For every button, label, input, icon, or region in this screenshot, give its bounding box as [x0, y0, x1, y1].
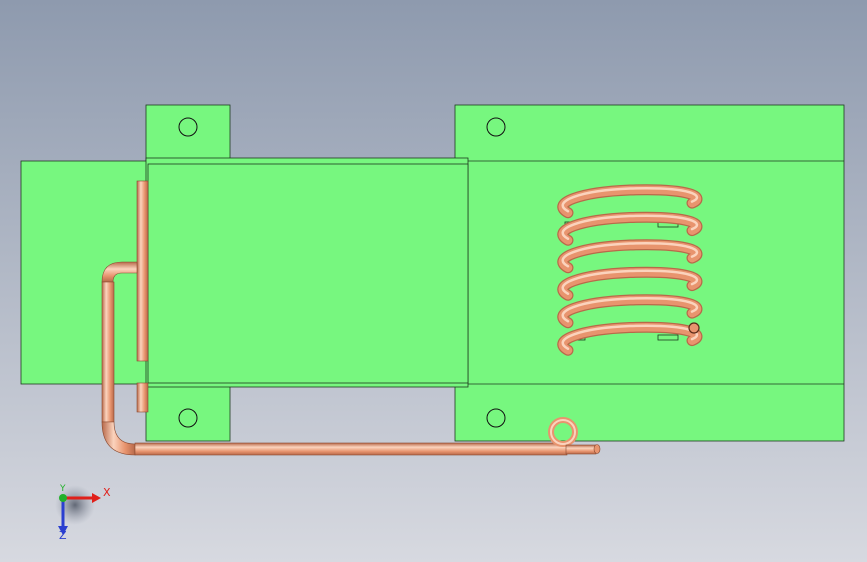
copper-tube-assembly[interactable]	[101, 180, 601, 456]
coil-turn-highlight	[561, 269, 699, 295]
tube-stub-lower[interactable]	[136, 382, 149, 413]
tube-loop-highlight	[550, 419, 576, 445]
coil-turn-highlight	[561, 214, 699, 240]
coil-turn-highlight	[561, 186, 699, 213]
z-axis-arrowhead	[58, 526, 68, 535]
tube-outlet[interactable]	[565, 444, 597, 455]
copper-coil[interactable]	[557, 184, 703, 356]
x-axis-label: X	[103, 486, 111, 499]
y-axis-origin	[59, 494, 67, 502]
coil-end	[688, 322, 700, 334]
tube-vertical-run[interactable]	[101, 281, 115, 423]
tube-outlet-end	[593, 444, 601, 454]
coil-clip	[657, 334, 679, 341]
tube-stub-vertical[interactable]	[136, 180, 149, 362]
mount-hole-bottom-right[interactable]	[486, 408, 506, 428]
y-axis-label: Y	[60, 484, 66, 494]
coil-turn-highlight	[561, 241, 699, 268]
mount-hole-top-right[interactable]	[486, 117, 506, 137]
tube-horizontal-run[interactable]	[134, 442, 568, 456]
mount-hole-bottom-left[interactable]	[178, 408, 198, 428]
center-housing[interactable]	[147, 163, 469, 384]
coil-turn-highlight	[561, 296, 699, 323]
axis-triad	[55, 485, 101, 535]
z-axis-label: Z	[59, 529, 67, 542]
mount-hole-top-left[interactable]	[178, 117, 198, 137]
x-axis-arrowhead	[92, 493, 101, 503]
